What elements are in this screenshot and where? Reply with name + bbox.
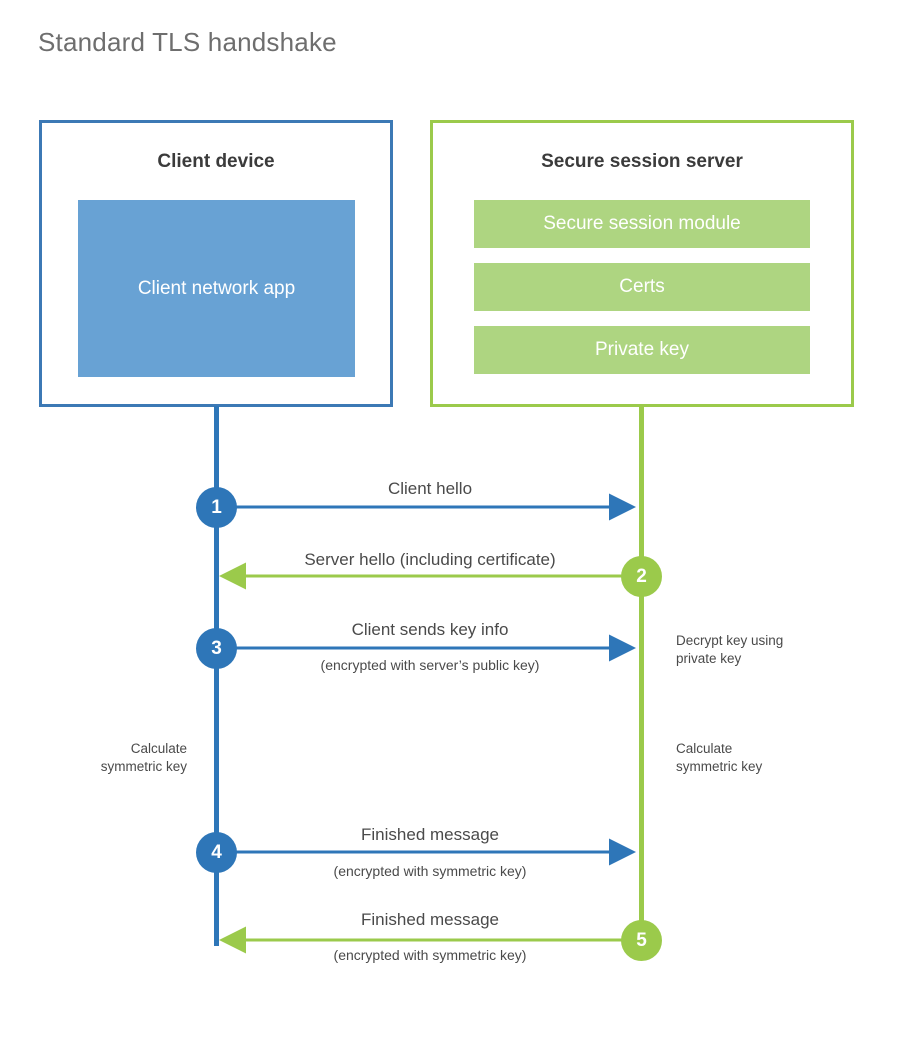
step-marker-5[interactable]: 5 [621,920,662,961]
step-marker-2[interactable]: 2 [621,556,662,597]
client-device-title: Client device [157,151,275,172]
message-sublabel-step-3: (encrypted with server’s public key) [320,657,540,673]
message-label-step-4: Finished message [361,825,499,844]
annotation-client-calculate-symmetric-key: Calculate symmetric key [100,741,187,774]
message-sublabel-step-4: (encrypted with symmetric key) [333,863,527,879]
secure-session-server-box: Secure session server Secure session mod… [430,120,854,407]
message-sublabel-step-5: (encrypted with symmetric key) [333,947,527,963]
secure-session-server-title: Secure session server [541,151,743,172]
annotation-server-decrypt-key: Decrypt key using private key [676,633,784,666]
server-lifeline [639,406,644,940]
step-marker-1[interactable]: 1 [196,487,237,528]
message-label-step-5: Finished message [361,910,499,929]
client-lifeline [214,406,219,946]
message-label-step-1: Client hello [387,479,473,498]
server-module-secure-session-module: Secure session module [474,200,810,248]
server-module-certs: Certs [474,263,810,311]
message-label-step-2: Server hello (including certificate) [304,550,556,569]
message-label-step-3: Client sends key info [351,620,509,639]
step-marker-4[interactable]: 4 [196,832,237,873]
client-network-app-block: Client network app [78,200,355,377]
client-device-box: Client device Client network app [39,120,393,407]
page-title: Standard TLS handshake [38,27,337,57]
step-marker-3[interactable]: 3 [196,628,237,669]
annotation-server-calculate-symmetric-key: Calculate symmetric key [676,741,763,774]
server-module-private-key: Private key [474,326,810,374]
